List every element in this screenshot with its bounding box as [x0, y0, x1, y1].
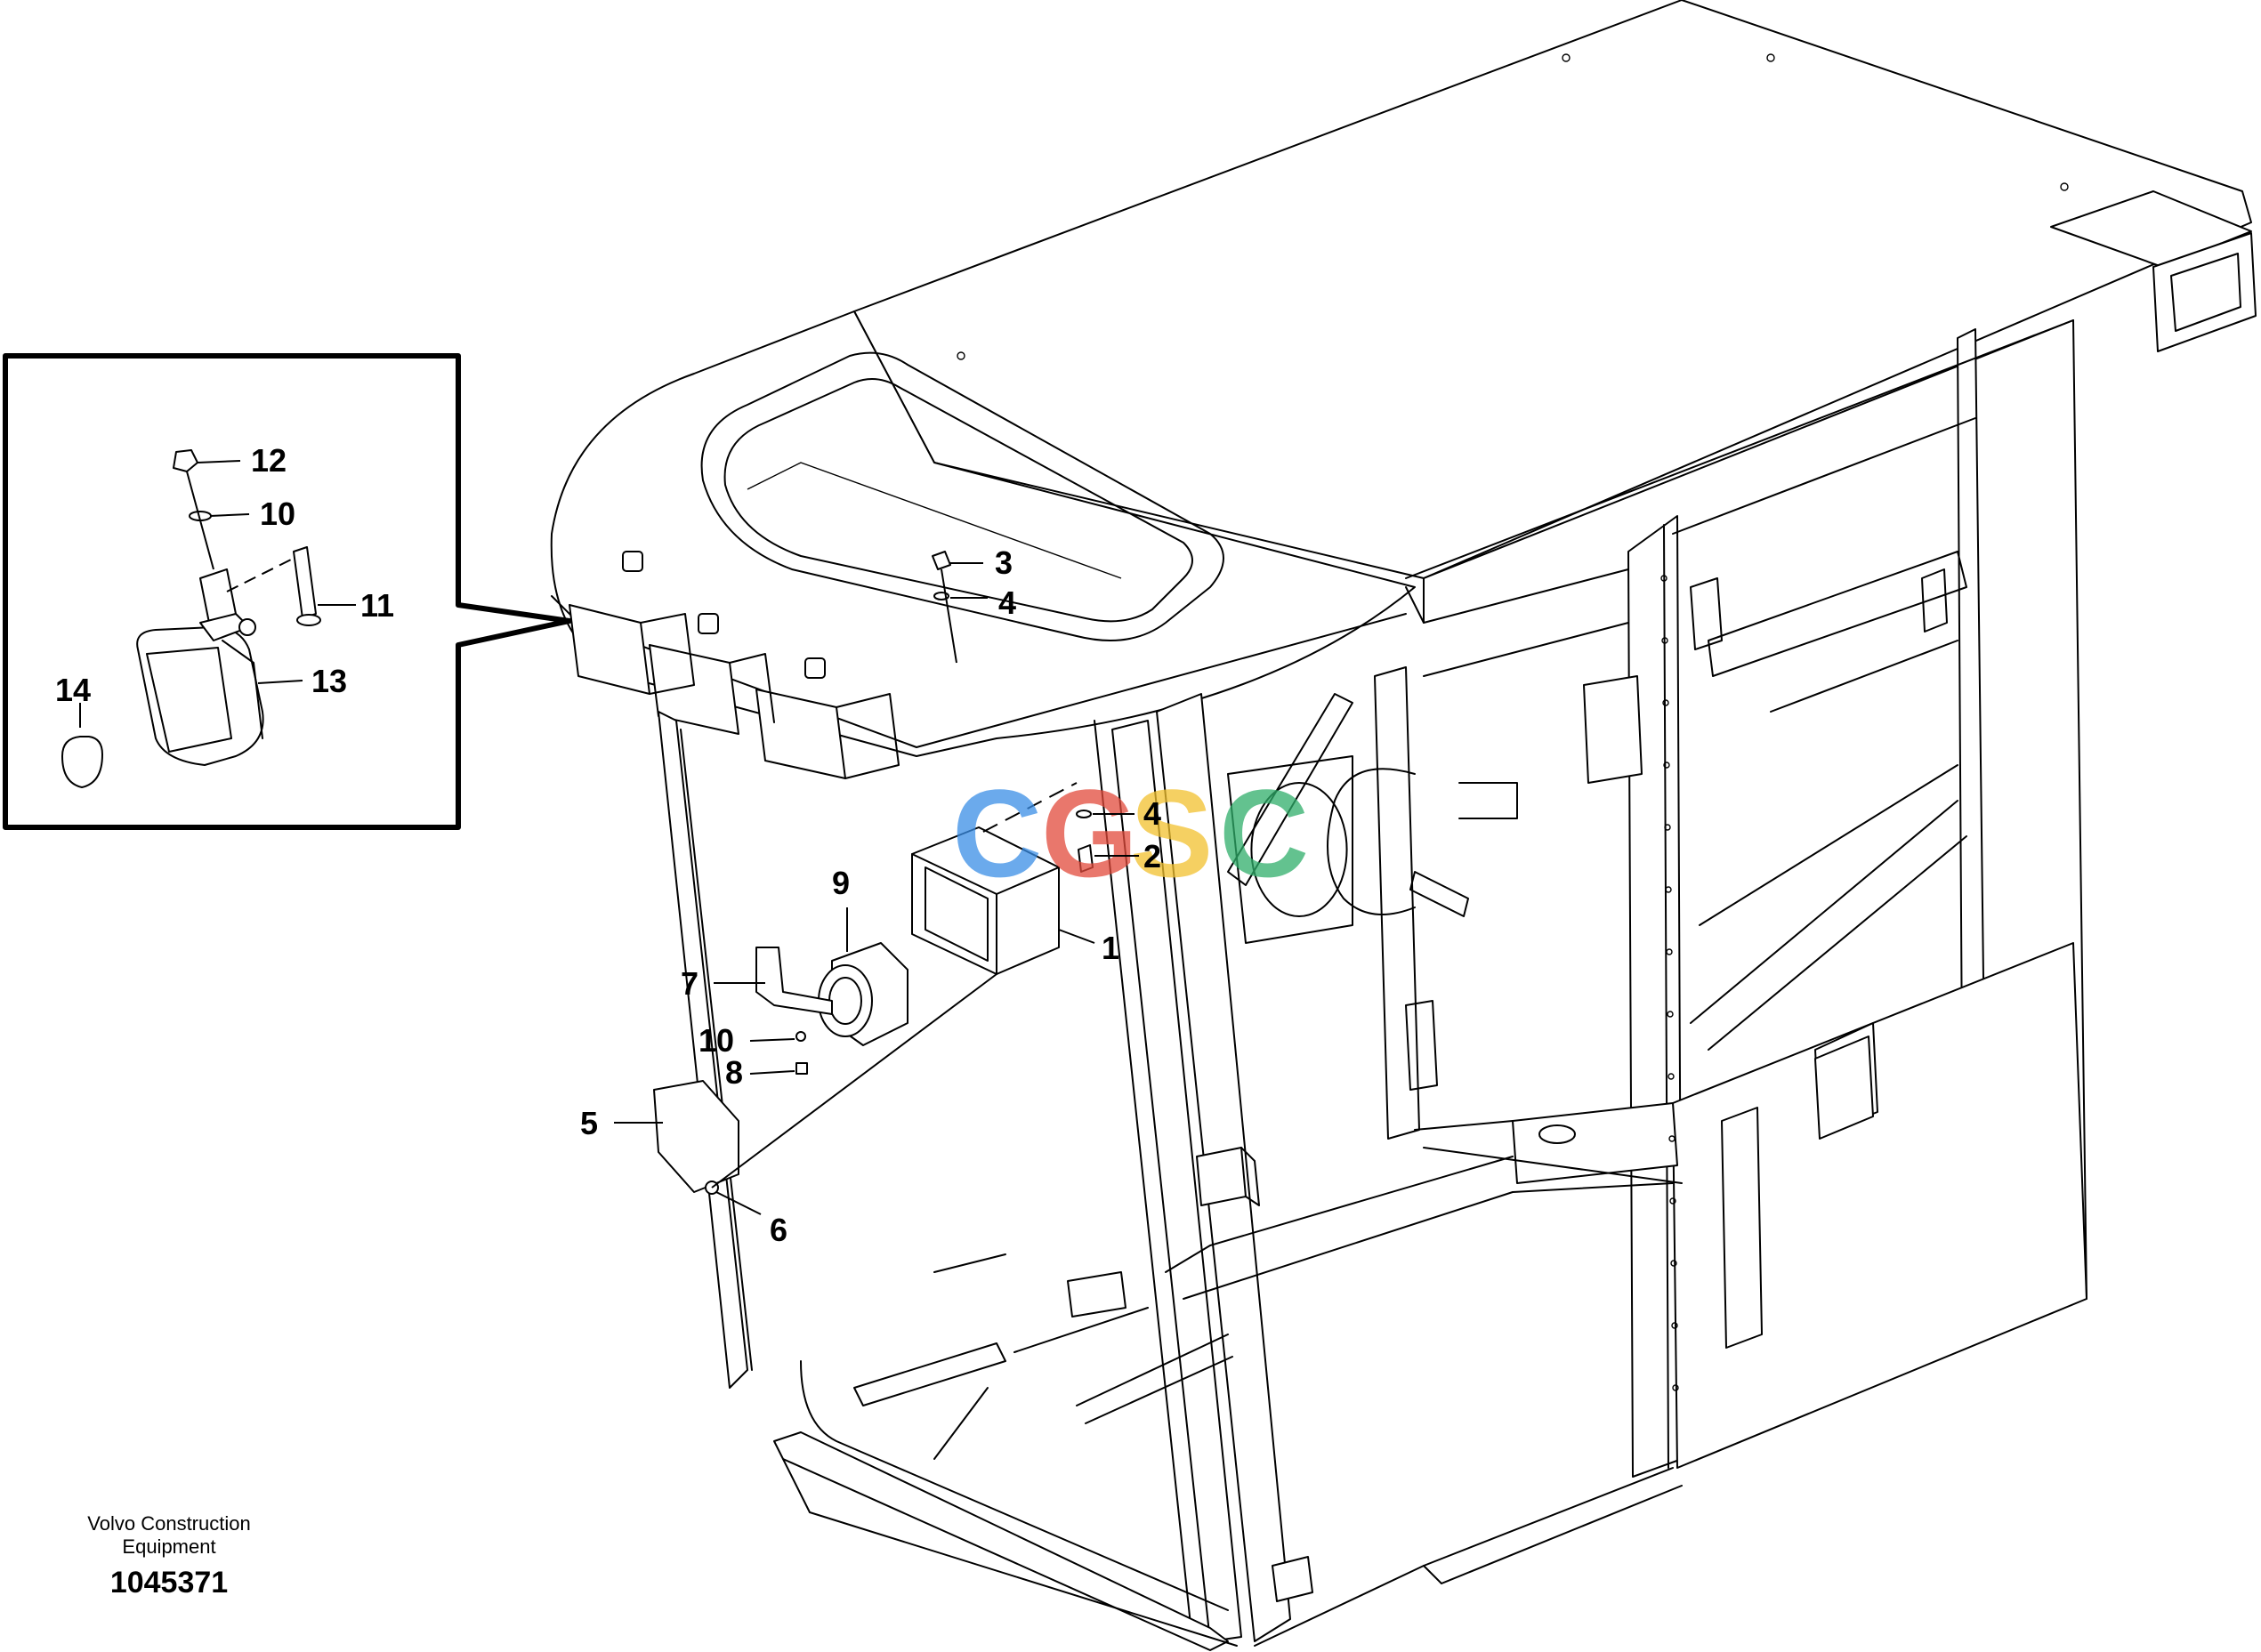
callout-1: 1: [1102, 930, 1119, 966]
publisher-line-2: Equipment: [122, 1535, 216, 1558]
watermark-letter-1: C: [952, 763, 1042, 903]
callout-7: 7: [681, 965, 698, 1002]
publisher-caption: Volvo Construction Equipment: [36, 1512, 303, 1559]
cab-frame: [550, 0, 2257, 1651]
callout-10-detail: 10: [260, 496, 295, 532]
watermark-letter-4: C: [1219, 763, 1309, 903]
callout-3: 3: [995, 544, 1013, 581]
camera-assembly: [653, 551, 1094, 1195]
detail-inset: [3, 353, 572, 830]
watermark: C G S C: [952, 763, 1309, 903]
callout-5: 5: [580, 1105, 598, 1141]
callout-11: 11: [360, 587, 394, 624]
callout-13: 13: [311, 663, 347, 699]
callout-2: 2: [1143, 838, 1161, 874]
callout-4-lower: 4: [1143, 795, 1161, 832]
watermark-letter-3: S: [1130, 763, 1213, 903]
callout-leaders: [79, 460, 1139, 1215]
publisher-line-1: Volvo Construction: [87, 1512, 251, 1535]
rivet-holes: [957, 53, 2069, 1391]
callout-4-upper: 4: [998, 584, 1016, 621]
watermark-letter-2: G: [1041, 763, 1138, 903]
callout-12: 12: [251, 442, 287, 479]
callout-8: 8: [725, 1054, 743, 1091]
callout-14: 14: [55, 672, 91, 708]
callout-10-main: 10: [698, 1022, 734, 1059]
callout-labels: 12 10 11 13 14 3 4 4 2 1 9 7 10 8 5 6: [55, 442, 1161, 1248]
drawing-number: 1045371: [109, 1566, 229, 1600]
callout-6: 6: [770, 1212, 787, 1248]
callout-9: 9: [832, 865, 850, 901]
